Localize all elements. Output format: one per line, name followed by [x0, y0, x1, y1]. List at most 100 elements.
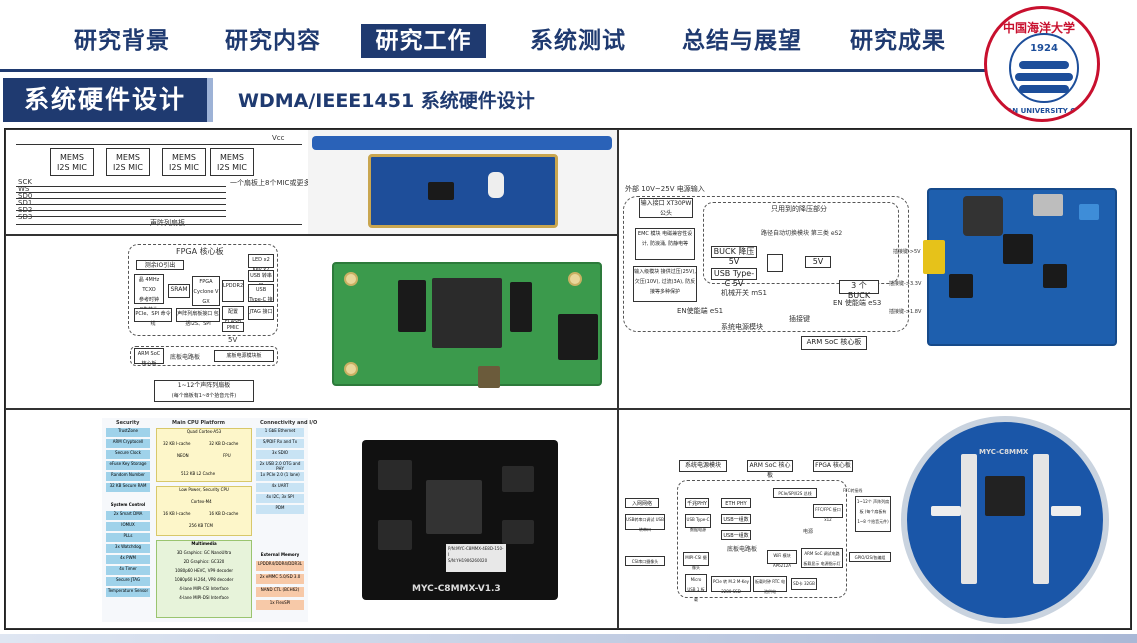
power-out-5v: 插接键->5V	[893, 249, 921, 255]
sys-csi-cam: CSI串口摄像头	[625, 556, 665, 566]
power-diagram: 外部 10V~25V 电源输入 输入接口 XT30PW 公头 EMC 模块 电磁…	[621, 184, 921, 354]
soc-cpu-item: 32 KB D-cache	[209, 441, 239, 446]
logo-wave-1	[1019, 61, 1069, 69]
soc-cpu-item: 256 KB TCM	[189, 523, 213, 528]
sys-power-box: 系统电源模块	[679, 460, 727, 472]
sys-usb-2: USB一组数	[721, 530, 751, 540]
soc-cpu-item: FPU	[223, 453, 231, 458]
mic-box-3: MEMS I2S MIC	[162, 148, 206, 176]
soc-mem-item: NAND CTL (BCH62)	[256, 587, 304, 597]
sys-ethphy-box: ETH PHY	[721, 498, 751, 508]
soc-mem-item: LPDDR4/DDR4/DDR3L	[256, 561, 304, 571]
soc-security-list: TrustZone ARM Cryptocell Secure Clock eF…	[106, 428, 150, 494]
soc-conn-item: 2x USB 2.0 OTG and PHY	[256, 461, 304, 471]
signal-ws: WS	[18, 185, 30, 193]
fpga-jtag: JTAG 接口	[248, 306, 274, 320]
fpga-chip: FPGA Cyclone V GX	[192, 276, 220, 306]
nav-item-testing[interactable]: 系统测试	[530, 28, 626, 54]
signal-sd3: SD3	[18, 213, 33, 221]
power-input-label: 外部 10V~25V 电源输入	[625, 185, 705, 193]
sys-pcie-ssd: PCIe 转 M.2 M-Key 2280 SSD	[711, 576, 751, 594]
fpga-core-frame	[128, 244, 278, 336]
nav-item-summary[interactable]: 总结与展望	[682, 28, 802, 54]
sys-fpga-box: FPGA 核心板	[813, 460, 853, 472]
soc-memory-list: External Memory LPDDR4/DDR4/DDR3L 2x eMM…	[256, 552, 304, 613]
soc-connectivity-list: 1 GbE Ethernet S/PDIF Rx and Tx 3x SDIO …	[256, 428, 304, 516]
soc-col-cpu: Main CPU Platform	[172, 420, 225, 426]
round-board-label: MYC-C8MMX	[979, 448, 1029, 456]
fpga-board-photo	[328, 254, 610, 394]
sys-gpio: GPIO/I2S/各编组	[849, 552, 891, 562]
soc-system-item: 4x Timer	[106, 566, 150, 575]
soc-multimedia-block: Multimedia 3D Graphics: GC NanoUltra 2D …	[156, 540, 252, 618]
array-fan-box: 1~12个声阵列扇板 (每个扇板有1~8个拾音元件)	[154, 380, 254, 402]
sys-wifi: WiFi 模块 AP6212A	[767, 550, 797, 568]
sel-node	[767, 254, 783, 272]
usb-typec-5v-box: USB Type-C 5V	[711, 268, 757, 288]
soc-mm-item: 4-lane MIPI-CSI Interface	[179, 586, 229, 591]
fpga-panel: FPGA 核心板 测余IO引出 晶 4MHz TCXO 参考时钟 P生芯片 SR…	[5, 235, 618, 409]
sys-base-frame	[677, 480, 847, 598]
power-5v-box: 5V	[805, 256, 831, 268]
soc-cpu-item: NEON	[177, 453, 189, 458]
soc-mm-item: 4-lane MIPI-DSI Interface	[179, 595, 229, 600]
power-mech-switch: 机械开关 mS1	[721, 289, 767, 297]
power-path-switch: 路径自动切换模块 第三类 eS2	[761, 230, 843, 237]
power-plug-key: 插接键	[789, 315, 810, 323]
system-panel: 系统电源模块 ARM SoC 核心板 FPGA 核心板 入网网络 千兆PHY E…	[618, 409, 1131, 629]
sys-typec-box: USB Type-C 数据电源	[685, 514, 711, 532]
nav-item-content[interactable]: 研究内容	[225, 28, 321, 54]
nav-item-work[interactable]: 研究工作	[361, 24, 486, 58]
sys-ffc: FFC/FPC 接口 x12	[813, 504, 843, 522]
power-panel: 外部 10V~25V 电源输入 输入接口 XT30PW 公头 EMC 模块 电磁…	[618, 129, 1131, 409]
section-title: 系统硬件设计	[3, 78, 213, 122]
soc-security-item: Random Number	[106, 472, 150, 481]
power-input-stage-box: 输入级模块 接供过压(25V), 欠压(10V), 过流(3A), 防反接等多种…	[633, 266, 697, 302]
soc-cpu-item: Cortex-M4	[191, 499, 212, 504]
sys-bus: PCIe/SPI/I2S 总线	[773, 488, 817, 498]
power-input-box: 输入接口 XT30PW 公头	[639, 198, 693, 218]
fpga-io: 测余IO引出	[136, 260, 184, 270]
fpga-array-if: 声阵列扇板接口 包括I2S、SPI	[176, 308, 220, 327]
buck-frame	[703, 202, 899, 284]
power-module-caption: 系统电源模块	[721, 323, 763, 331]
soc-col-security: Security	[116, 420, 140, 426]
soc-cpu-block: Quad Cortex-A53 32 KB I-cache 32 KB D-ca…	[156, 428, 252, 482]
fpga-sram: SRAM	[168, 284, 190, 298]
power-board-photo	[923, 184, 1123, 350]
power-arm-soc-box: ARM SoC 核心板	[801, 336, 867, 350]
soc-security-item: eFuse Key Storage	[106, 461, 150, 470]
sys-usb-1: USB一组数	[721, 514, 751, 524]
soc-cpu-item: 16 KB I-cache	[163, 511, 191, 516]
mic-board-photo	[308, 130, 617, 234]
soc-security-item: ARM Cryptocell	[106, 439, 150, 448]
soc-conn-item: 4x I2C, 3x SPI	[256, 494, 304, 503]
sys-micro-usb: Micro USB 1 板载	[685, 574, 707, 602]
logo-wave-2	[1015, 73, 1073, 81]
power-module-frame	[623, 196, 909, 332]
fpga-pmic: PMIC	[222, 322, 244, 332]
soc-conn-item: 1 GbE Ethernet	[256, 428, 304, 437]
soc-lowpower-block: Low Power, Security CPU Cortex-M4 16 KB …	[156, 486, 252, 536]
system-diagram: 系统电源模块 ARM SoC 核心板 FPGA 核心板 入网网络 千兆PHY E…	[623, 452, 893, 612]
som-photo: P/N:MYC-C8MMX-4E8D-150-I S/N:YH190626002…	[362, 440, 558, 600]
vcc-label: Vcc	[272, 134, 285, 142]
header-rule	[0, 69, 990, 72]
soc-panel: Security TrustZone ARM Cryptocell Secure…	[5, 409, 618, 629]
nav-item-results[interactable]: 研究成果	[850, 28, 946, 54]
soc-system-item: 3x Watchdog	[106, 544, 150, 553]
soc-system-item: IOMUX	[106, 522, 150, 531]
mic-note: 一个扇板上8个MIC或更多	[230, 179, 311, 187]
fpga-led-key: LED x2 Key x2	[248, 254, 274, 273]
nav-item-background[interactable]: 研究背景	[74, 28, 170, 54]
soc-conn-item: S/PDIF Rx and Tx	[256, 439, 304, 448]
array-fan-sub: (每个扇板有1~8个拾音元件)	[171, 393, 237, 399]
fpga-lpddr2: LPDDR2	[222, 280, 244, 302]
soc-cpu-item: 16 KB D-cache	[209, 511, 239, 516]
soc-conn-item: PDM	[256, 505, 304, 514]
cyclone-chip	[432, 278, 502, 348]
soc-mm-item: 2D Graphics: GC320	[183, 559, 225, 564]
soc-cpu-item: 512 KB L2 Cache	[181, 471, 216, 476]
logo-emblem: 1924	[1009, 33, 1079, 103]
sys-base-label: 底板电路板	[727, 546, 758, 553]
